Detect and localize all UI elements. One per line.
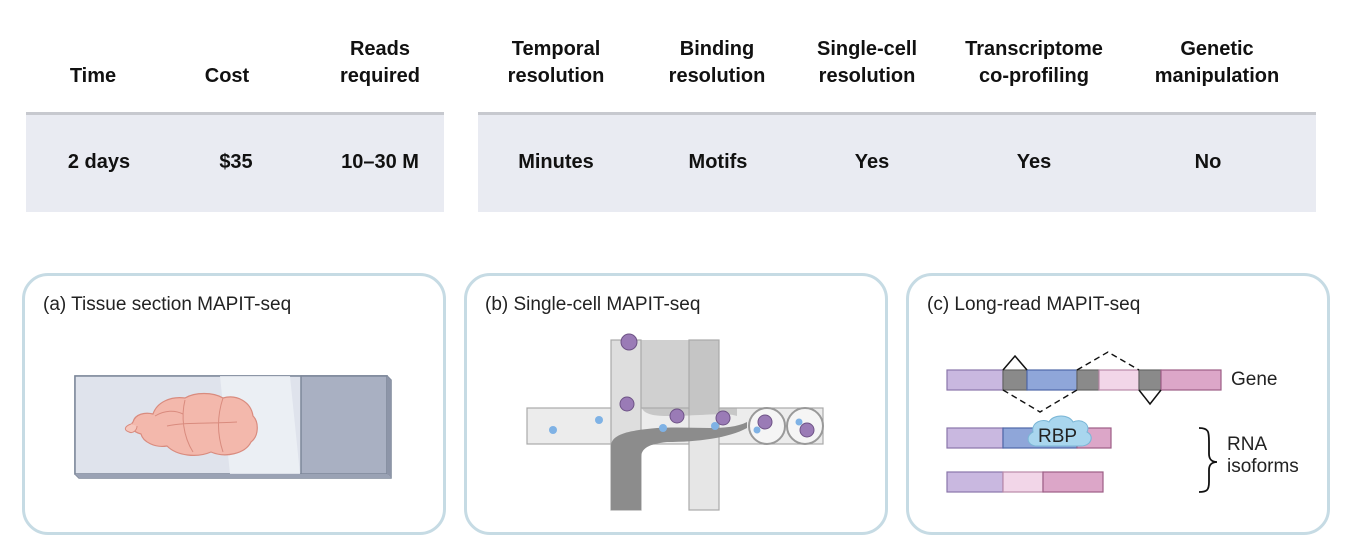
value-binding-resolution: Motifs bbox=[688, 151, 748, 173]
value-reads-required: 10–30 M bbox=[341, 151, 419, 173]
bead-icon bbox=[619, 333, 815, 438]
panel-long-read: (c) Long-read MAPIT-seq bbox=[906, 273, 1330, 535]
rbp-label: RBP bbox=[1038, 426, 1078, 447]
isoform-2-track bbox=[946, 471, 1104, 493]
value-genetic-manipulation: No bbox=[1194, 151, 1222, 173]
panel-title-tissue-section: (a) Tissue section MAPIT-seq bbox=[43, 294, 292, 315]
panel-single-cell: (b) Single-cell MAPIT-seq bbox=[464, 273, 888, 535]
panel-title-long-read: (c) Long-read MAPIT-seq bbox=[927, 294, 1141, 315]
header-transcriptome-co-profiling: Transcriptome co-profiling bbox=[965, 38, 1103, 87]
header-single-cell-resolution: Single-cell resolution bbox=[816, 38, 918, 87]
gene-track bbox=[946, 351, 1222, 413]
rna-isoforms-label: RNA isoforms bbox=[1227, 434, 1299, 477]
splicing-diagram bbox=[946, 351, 1222, 493]
value-cost: $35 bbox=[219, 151, 253, 173]
panel-title-single-cell: (b) Single-cell MAPIT-seq bbox=[485, 294, 701, 315]
panel-tissue-section: (a) Tissue section MAPIT-seq bbox=[22, 273, 446, 535]
values-band-right bbox=[478, 112, 1316, 212]
header-time: Time bbox=[69, 65, 117, 87]
droplet-icon bbox=[549, 416, 803, 434]
gene-label: Gene bbox=[1231, 369, 1278, 390]
header-temporal-resolution: Temporal resolution bbox=[507, 38, 605, 87]
brain-icon bbox=[124, 392, 258, 456]
header-genetic-manipulation: Genetic manipulation bbox=[1154, 38, 1280, 87]
value-single-cell-resolution: Yes bbox=[854, 151, 890, 173]
header-reads-required: Reads required bbox=[339, 38, 421, 87]
glass-slide-icon bbox=[74, 375, 392, 479]
value-transcriptome-co-profiling: Yes bbox=[1016, 151, 1052, 173]
brace-icon bbox=[1198, 427, 1218, 493]
value-temporal-resolution: Minutes bbox=[518, 151, 594, 173]
header-binding-resolution: Binding resolution bbox=[668, 38, 766, 87]
rbp-cloud-icon bbox=[1027, 415, 1092, 447]
values-band-left bbox=[26, 112, 444, 212]
microfluidic-chip-icon bbox=[526, 333, 824, 511]
value-time: 2 days bbox=[67, 151, 131, 173]
header-cost: Cost bbox=[204, 65, 250, 87]
